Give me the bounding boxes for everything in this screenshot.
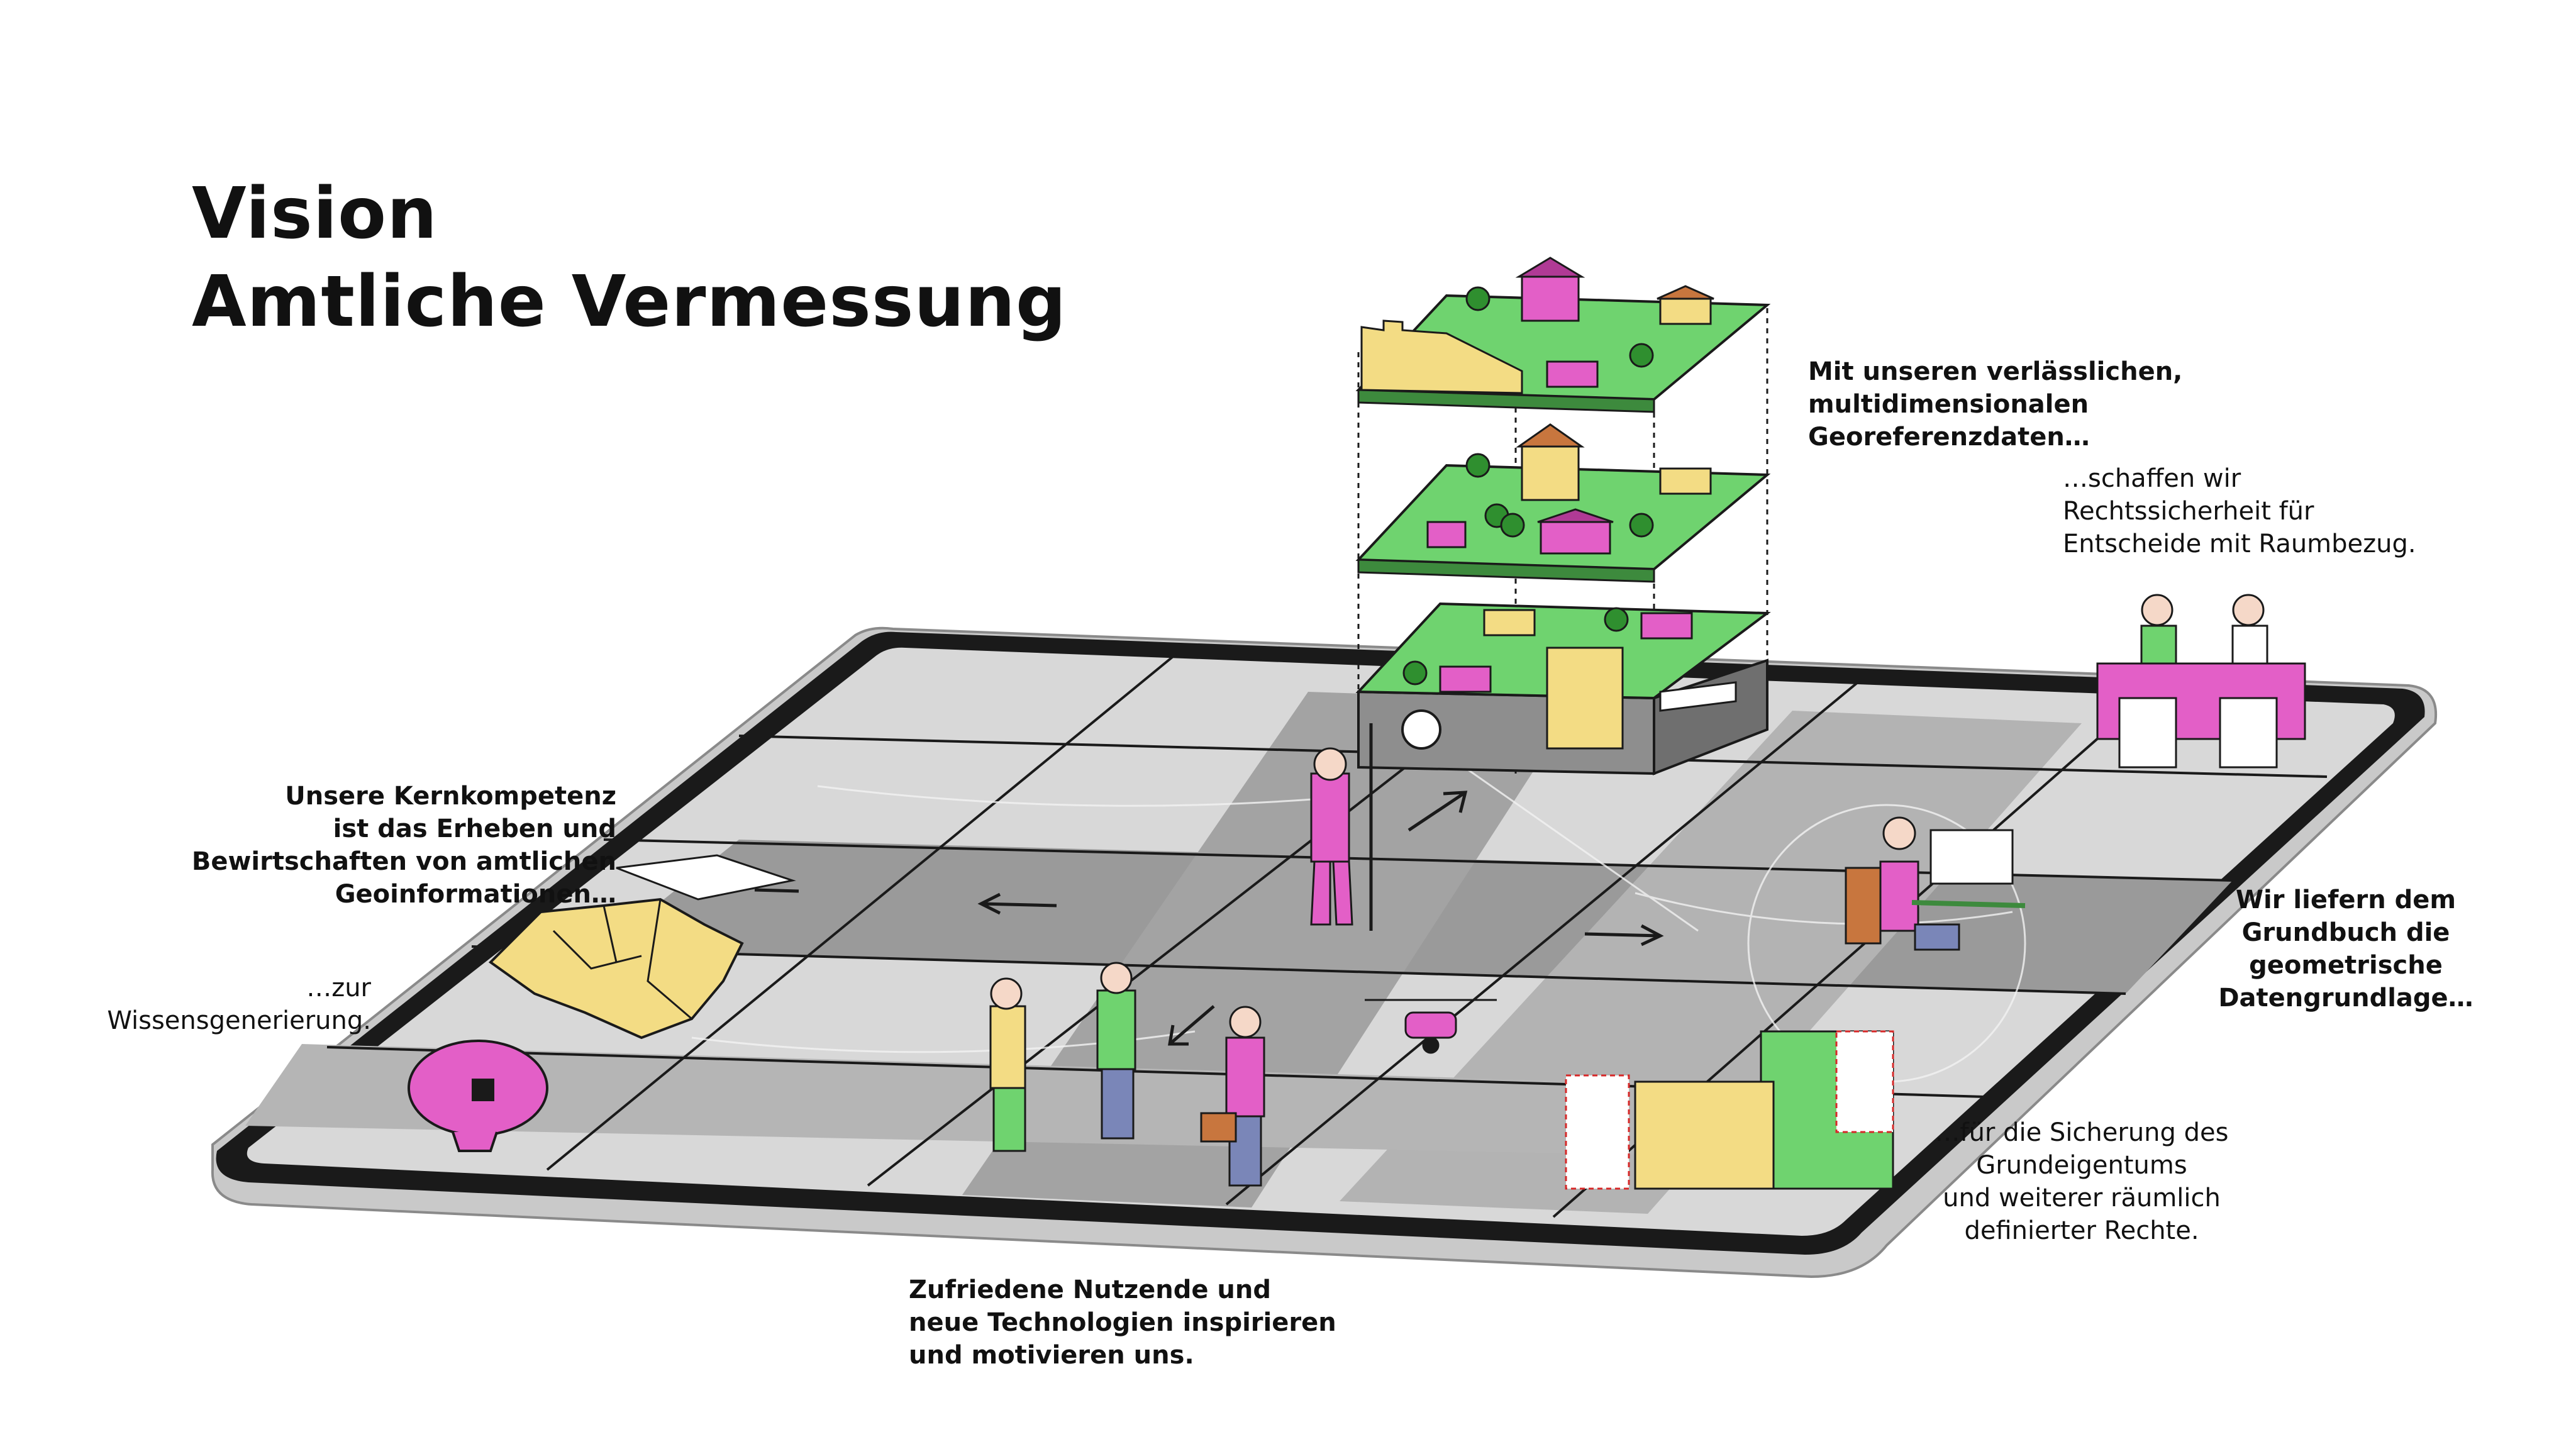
label-wissen: …zur Wissensgenerierung. [107,974,371,1035]
desk-worker [1845,816,2026,951]
brain-icon [408,1040,548,1152]
label-grundbuch: Wir liefern dem Grundbuch die geometrisc… [2218,886,2473,1013]
label-nutzende: Zufriedene Nutzende und neue Technologie… [909,1275,1336,1370]
drone-icon [1365,999,1497,1054]
page-title: Vision Amtliche Vermessung [192,170,1067,346]
switzerland-map [488,854,796,1040]
map-strip-bottom [245,1044,1811,1157]
label-kernkompetenz: Unsere Kernkompetenz ist das Erheben und… [191,782,616,909]
notary-desk [2096,594,2306,769]
georef-layers-tower [1355,257,1771,775]
surveyor-person [1310,723,1373,931]
buildings-parcel [1565,1030,1894,1190]
label-rechtssicherheit: …schaffen wir Rechtssicherheit für Entsc… [2063,464,2416,558]
arrows [754,791,1664,1046]
group-of-people [989,962,1265,1187]
label-sicherung: …für die Sicherung des Grundeigentums un… [1935,1118,2229,1245]
title-line-2: Amtliche Vermessung [192,261,1067,343]
title-line-1: Vision [192,173,438,255]
label-georef: Mit unseren verlässlichen, multidimensio… [1808,357,2183,452]
